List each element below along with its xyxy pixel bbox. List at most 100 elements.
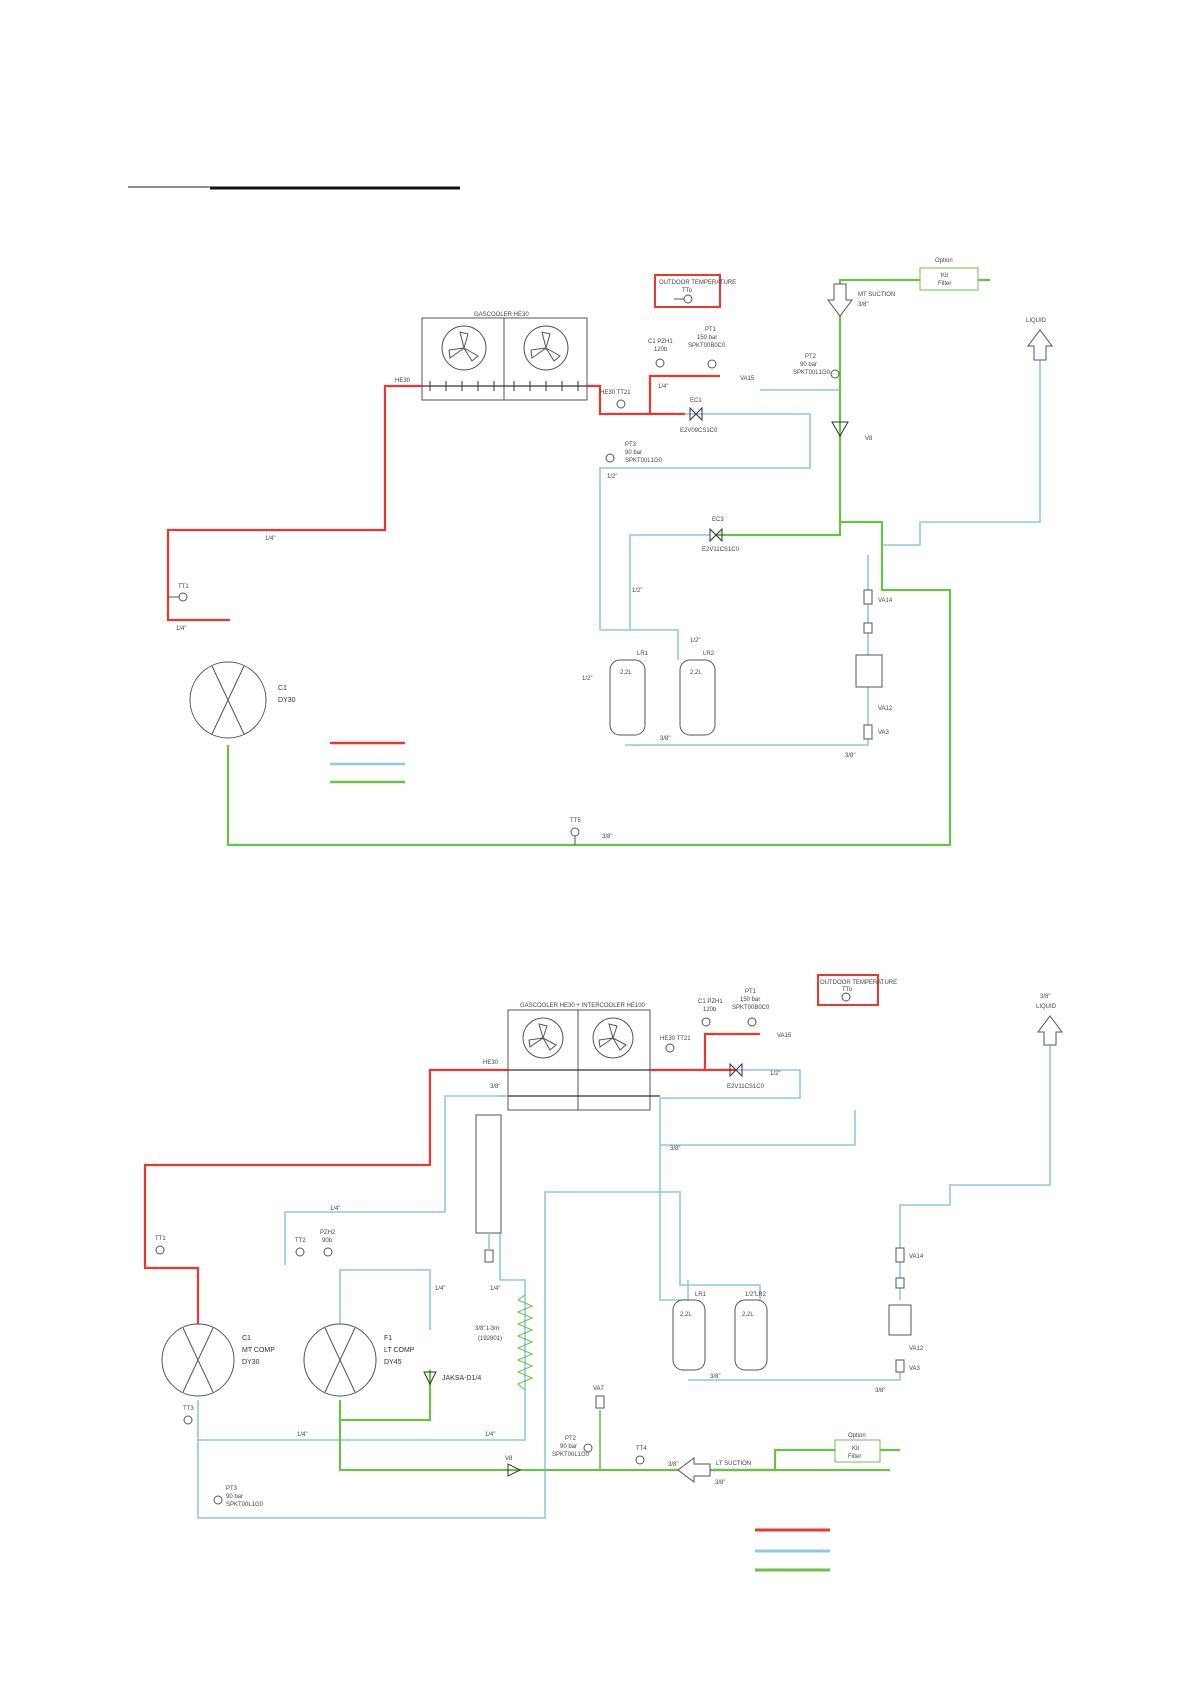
bottom-liquid-outlet: 3/8" LIQUID	[1036, 994, 1063, 1046]
bottom-v8-label: V8	[505, 1456, 513, 1462]
top-pt2-part: SPKT00L1G0	[793, 370, 831, 376]
top-pt2-range: 90 bar	[800, 362, 817, 368]
bottom-pt1-range: 150 bar	[740, 997, 760, 1003]
bottom-pt1-label: PT1	[745, 989, 757, 995]
bottom-kit-label: Kit	[852, 1446, 859, 1452]
bottom-he30-label: HE30	[483, 1060, 499, 1066]
bottom-mt-comp-name: C1	[242, 1335, 251, 1342]
bottom-pt3-part: SPKT00L1G0	[226, 1502, 264, 1508]
bottom-pt1-icon	[747, 1017, 757, 1027]
bottom-outdoor-temp-label: OUTDOOR TEMPERATURE	[820, 980, 897, 986]
bottom-v8-valve: V8	[505, 1456, 522, 1477]
bottom-tt2-icon	[295, 1247, 305, 1257]
top-filter-label: Filter	[938, 281, 951, 287]
top-pt2-label: PT2	[805, 354, 817, 360]
top-va14-label: VA14	[878, 598, 893, 604]
top-outdoor-temperature-box: OUTDOOR TEMPERATURE TTo	[654, 274, 736, 308]
bottom-pzh1-icon	[701, 1017, 711, 1027]
bottom-tt21-icon	[665, 1043, 675, 1053]
top-compressor-name: C1	[278, 685, 287, 692]
top-blue-receiver-link	[629, 534, 710, 630]
bottom-va15-label: VA15	[777, 1033, 792, 1039]
top-pt1-icon	[707, 359, 717, 369]
bottom-tt1-icon	[155, 1245, 165, 1255]
top-liquid-arrow-icon	[1027, 329, 1053, 361]
bottom-green-lt-suction	[338, 1400, 890, 1472]
bottom-va3-icon	[895, 1359, 905, 1373]
top-option-kit: Option Kit Filter	[919, 258, 979, 291]
top-size-discharge: 1/4"	[265, 536, 275, 542]
top-pzh1-icon	[655, 358, 665, 368]
bottom-ec1-icon	[729, 1062, 743, 1078]
top-fan-icon-1	[441, 325, 487, 371]
top-tt1-icon	[178, 592, 188, 602]
bottom-size-filter-out: 3/8"	[875, 1388, 885, 1394]
top-pt2-icon	[830, 369, 840, 379]
top-outdoor-tt-label: TTo	[682, 288, 693, 294]
top-mt-suction-size: 3/8"	[858, 302, 868, 308]
bottom-blue-liquid-line	[899, 1045, 1051, 1300]
top-receiver-lr2: 2,2L LR2	[679, 651, 716, 736]
top-v8-label: V8	[865, 436, 873, 442]
bottom-red-discharge	[143, 1068, 508, 1325]
top-mt-suction-label: MT SUCTION	[858, 292, 895, 298]
bottom-blue-lt-line	[198, 1190, 526, 1441]
top-legend	[330, 741, 405, 784]
top-lr2-volume: 2,2L	[690, 670, 702, 676]
bottom-outdoor-sensor-icon	[841, 992, 851, 1002]
bottom-gascooler-label: GASCOOLER HE30 + INTERCOOLER HE100	[520, 1003, 646, 1009]
top-diagram: OUTDOOR TEMPERATURE TTo GASCOOLER HE30	[166, 258, 1053, 847]
bottom-pt3-label: PT3	[226, 1486, 238, 1492]
bottom-option-kit: Option Kit Filter	[834, 1433, 881, 1463]
top-liquid-outlet: LIQUID	[1026, 318, 1053, 361]
bottom-lt-comp-type: LT COMP	[384, 1347, 415, 1354]
top-blue-receiver-top	[600, 629, 679, 660]
bottom-va7-label: VA7	[593, 1386, 605, 1392]
top-tt21-icon	[616, 399, 626, 409]
bottom-coil-label: 3/8"1-3m	[475, 1326, 499, 1332]
bottom-lt-suction-size: 3/8"	[715, 1480, 725, 1486]
bottom-va12-label: VA12	[909, 1346, 924, 1352]
bottom-v8-icon	[507, 1463, 522, 1477]
top-pt3-part: SPKT00L1G0	[625, 458, 663, 464]
bottom-fan-icon-2	[592, 1017, 634, 1059]
bottom-blue-to-receiver	[659, 1098, 856, 1146]
bottom-tt1-label: TT1	[155, 1236, 166, 1242]
top-mt-suction-arrow-icon	[827, 283, 853, 317]
top-green-ec3-line	[715, 278, 990, 537]
top-pt1-range: 150 bar	[697, 335, 717, 341]
bottom-receiver-lr2: 2,2L LR2	[734, 1292, 768, 1371]
bottom-jaksa-label: JAKSA-D1/4	[442, 1375, 481, 1382]
top-size-receiver: 3/8"	[660, 736, 670, 742]
bottom-pt3: PT3 90 bar SPKT00L1G0	[213, 1486, 264, 1508]
top-ec1-valve: EC1 E2V09CS1C0	[680, 398, 718, 434]
bottom-pzh1: C1 PZH1 120b	[698, 999, 723, 1027]
bottom-tt4-icon	[635, 1455, 645, 1465]
top-size-lr-left: 1/2"	[582, 676, 592, 682]
bottom-va7-icon	[595, 1395, 605, 1409]
bottom-va3-label: VA3	[909, 1366, 921, 1372]
top-compressor-model: DY30	[278, 697, 296, 704]
top-ec3-label: EC3	[712, 517, 724, 523]
bottom-jaksa-icon	[423, 1371, 437, 1386]
bottom-tt2-label: TT2	[295, 1238, 306, 1244]
top-pzh1-label: C1 PZH1	[648, 339, 673, 345]
top-liquid-label: LIQUID	[1026, 318, 1047, 324]
top-va3-icon	[863, 724, 873, 740]
top-red-discharge-pipe	[166, 384, 422, 622]
top-option-label: Option	[935, 258, 953, 264]
top-ec1-label: EC1	[690, 398, 702, 404]
bottom-pt2-part: SPKT00L1G0	[552, 1452, 590, 1458]
bottom-lr1-volume: 2,2L	[680, 1312, 692, 1318]
top-size-filter: 3/8"	[845, 753, 855, 759]
bottom-intercooler-filter-icon	[484, 1249, 494, 1263]
top-size-c1-out: 1/4"	[176, 626, 186, 632]
top-blue-ec1-out	[599, 413, 811, 630]
bottom-jaksa-valve: JAKSA-D1/4	[423, 1371, 481, 1386]
top-red-gascooler-out	[587, 384, 685, 416]
bottom-ec1-part: E2V11CS1C0	[727, 1084, 765, 1090]
bottom-filter-label: Filter	[848, 1454, 861, 1460]
bottom-lt-suction-label: LT SUCTION	[716, 1461, 751, 1467]
bottom-size-coil-in: 1/4"	[490, 1286, 500, 1292]
top-tt5-label: TT5	[570, 818, 581, 824]
